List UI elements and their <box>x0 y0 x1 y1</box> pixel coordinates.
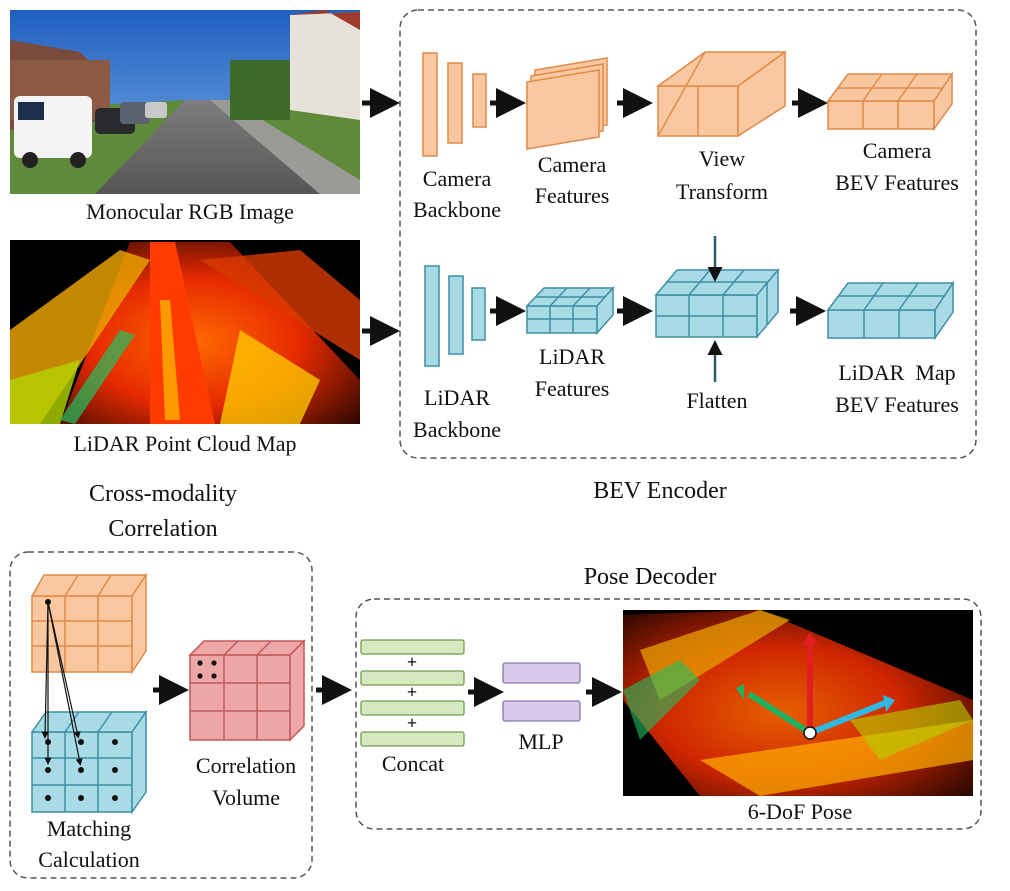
rgb-image <box>10 10 360 194</box>
cross-modality-title-2: Correlation <box>108 516 217 542</box>
correlation-label-2: Volume <box>212 785 280 810</box>
view-transform <box>655 50 788 138</box>
view-transform-label-2: Transform <box>676 179 768 204</box>
cross-modality-box <box>9 551 313 879</box>
pose-decoder-title: Pose Decoder <box>584 564 717 590</box>
matching-label-1: Matching <box>47 816 131 841</box>
flatten-label: Flatten <box>686 388 747 413</box>
camera-bev-label-1: Camera <box>863 138 932 163</box>
camera-backbone <box>422 52 487 157</box>
lidar-voxel-volume <box>654 267 780 340</box>
matching-lines <box>41 601 83 766</box>
camera-features <box>526 57 608 150</box>
lidar-bev-features <box>826 280 955 341</box>
lidar-map-image <box>10 240 360 424</box>
view-transform-label-1: View <box>699 146 745 171</box>
camera-backbone-label-1: Camera <box>423 166 492 191</box>
camera-bev-label-2: BEV Features <box>835 170 959 195</box>
concat-plus-3: + <box>407 713 417 733</box>
matching-label-2: Calculation <box>38 847 139 872</box>
correlation-label-1: Correlation <box>196 753 296 778</box>
camera-features-label-2: Features <box>535 183 610 208</box>
pose-axis-y <box>747 691 812 736</box>
correlation-volume <box>188 639 306 742</box>
pose-label: 6-DoF Pose <box>748 799 853 824</box>
concat-plus-2: + <box>407 682 417 702</box>
concat-plus-1: + <box>407 652 417 672</box>
correlation-dots <box>197 660 217 679</box>
pose-axes <box>736 632 895 740</box>
lidar-map-label: LiDAR Point Cloud Map <box>73 431 296 456</box>
lidar-features-label-1: LiDAR <box>539 344 605 369</box>
camera-bev-cube <box>30 572 148 675</box>
lidar-backbone-label-2: Backbone <box>413 417 501 442</box>
lidar-bev-label-2: BEV Features <box>835 392 959 417</box>
lidar-features <box>525 286 615 335</box>
lidar-backbone <box>424 265 486 367</box>
concat-stack <box>360 639 465 747</box>
pose-image <box>623 610 973 796</box>
bev-encoder-box <box>399 9 977 459</box>
rgb-image-label: Monocular RGB Image <box>86 199 294 224</box>
camera-backbone-label-2: Backbone <box>413 197 501 222</box>
lidar-bev-label-1: LiDAR Map <box>838 360 955 385</box>
bev-encoder-title: BEV Encoder <box>593 478 727 504</box>
mlp-block <box>502 662 581 722</box>
lidar-backbone-label-1: LiDAR <box>424 385 490 410</box>
pose-decoder-box <box>355 598 982 830</box>
concat-label: Concat <box>382 751 444 776</box>
mlp-label: MLP <box>518 729 563 754</box>
lidar-features-label-2: Features <box>535 376 610 401</box>
camera-bev-features <box>826 71 954 132</box>
camera-features-label-1: Camera <box>538 152 607 177</box>
pose-axis-x <box>808 700 887 736</box>
cross-modality-title-1: Cross-modality <box>89 481 237 507</box>
